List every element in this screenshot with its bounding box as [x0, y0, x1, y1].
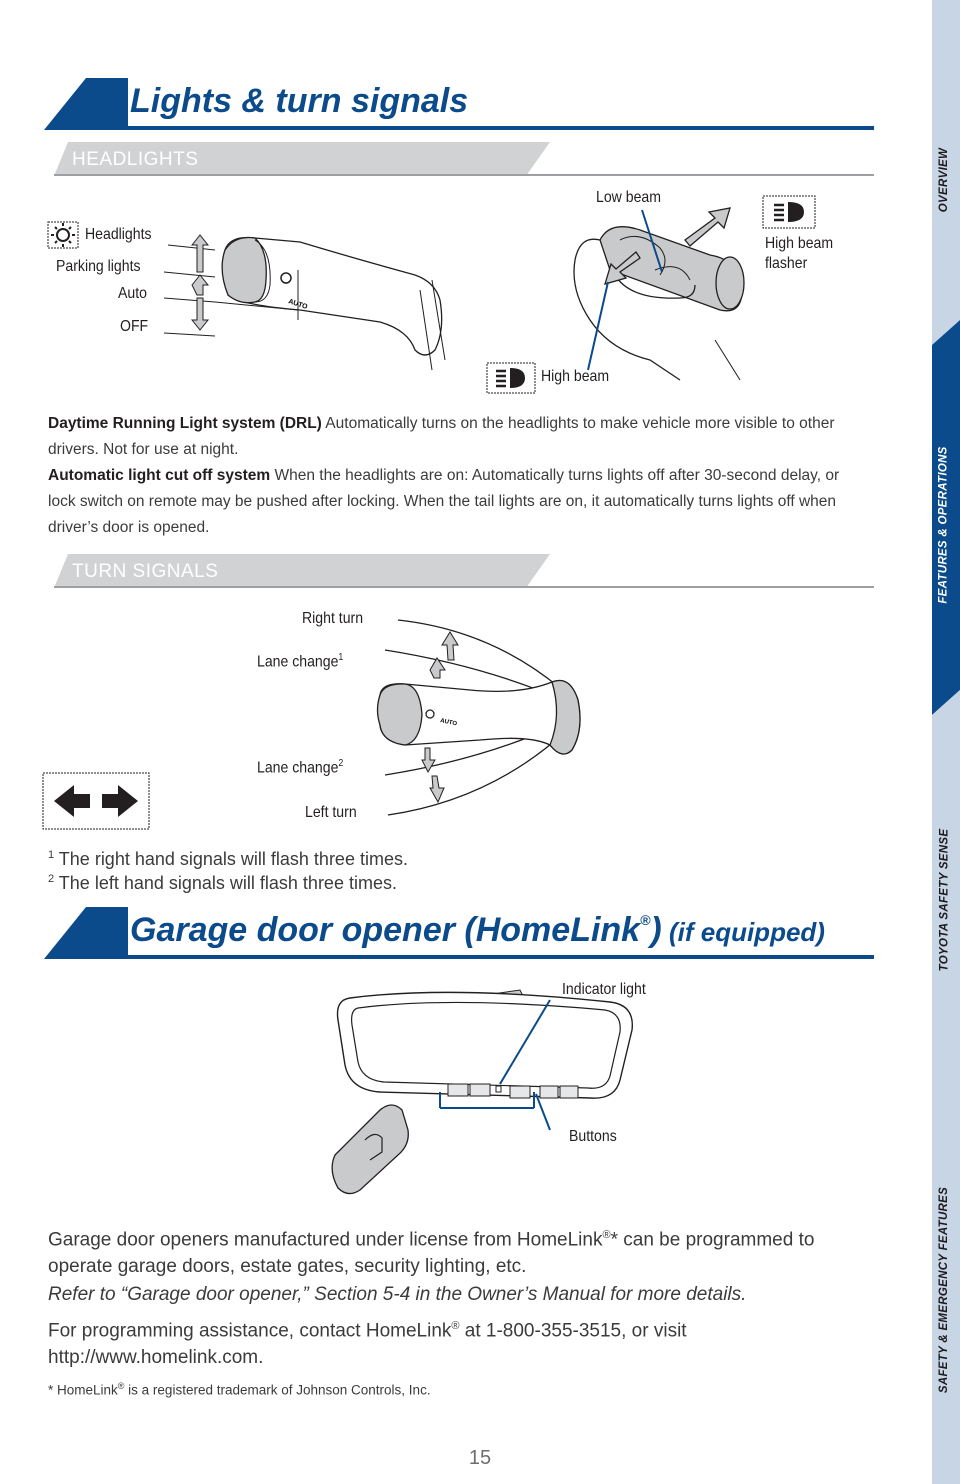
tab-safety-emergency[interactable]: SAFETY & EMERGENCY FEATURES — [938, 1186, 950, 1394]
footnote-1: 1 The right hand signals will flash thre… — [48, 849, 408, 869]
drl-heading: Daytime Running Light system (DRL) — [48, 415, 322, 432]
tab-backgrounds — [928, 0, 960, 1484]
subhead-headlights: HEADLIGHTS — [54, 142, 874, 176]
tab-overview[interactable]: OVERVIEW — [938, 147, 951, 213]
label-low-beam: Low beam — [596, 189, 661, 206]
svg-text:AUTO: AUTO — [440, 718, 458, 727]
tab-toyota-safety-sense[interactable]: TOYOTA SAFETY SENSE — [938, 828, 951, 972]
high-beam-flasher-icon — [762, 195, 816, 229]
headlight-icon — [51, 223, 75, 247]
headlight-stalk-illustration: AUTO — [47, 221, 446, 371]
label-indicator-light: Indicator light — [562, 981, 646, 998]
label-headlights: Headlights — [85, 226, 152, 243]
section-tabs: OVERVIEW FEATURES & OPERATIONS TOYOTA SA… — [928, 0, 960, 1484]
label-off: OFF — [120, 318, 149, 335]
headlights-description: Daytime Running Light system (DRL) Autom… — [48, 411, 848, 541]
garage-title: Garage door opener (HomeLink®) (if equip… — [130, 911, 825, 949]
label-lane-change-2: Lane change2 — [257, 758, 344, 777]
page-number: 15 — [468, 1447, 492, 1469]
label-lane-change-1: Lane change1 — [257, 652, 344, 671]
garage-paragraph-1: Garage door openers manufactured under l… — [48, 1229, 815, 1278]
turn-signal-stalk-illustration: AUTO — [376, 619, 581, 816]
label-right-turn: Right turn — [302, 610, 364, 627]
page-title: Lights & turn signals — [130, 82, 469, 120]
garage-paragraph-2: Refer to “Garage door opener,” Section 5… — [48, 1284, 747, 1305]
trademark-note: * HomeLink® is a registered trademark of… — [48, 1381, 431, 1398]
high-beam-icon — [486, 362, 536, 394]
section-title-garage: Garage door opener (HomeLink®) (if equip… — [44, 907, 874, 959]
drl-text: Automatically turns on the headlights to… — [48, 415, 835, 458]
label-high-beam: High beam — [541, 368, 610, 385]
beam-hand-illustration — [573, 207, 745, 381]
subhead-turn-signals: TURN SIGNALS — [54, 554, 874, 588]
label-high-beam-flasher-2: flasher — [765, 255, 808, 272]
garage-paragraph-3: For programming assistance, contact Home… — [48, 1320, 687, 1369]
label-high-beam-flasher-1: High beam — [765, 235, 834, 252]
label-parking-lights: Parking lights — [56, 258, 141, 275]
turn-signal-arrows-icon — [42, 772, 150, 830]
cutoff-heading: Automatic light cut off system — [48, 467, 271, 484]
label-auto: Auto — [118, 285, 147, 302]
cutoff-text: When the headlights are on: Automaticall… — [48, 467, 840, 536]
tab-features-operations[interactable]: FEATURES & OPERATIONS — [938, 446, 950, 604]
label-buttons: Buttons — [569, 1128, 617, 1145]
section-title-lights: Lights & turn signals — [44, 78, 874, 130]
footnote-2: 2 The left hand signals will flash three… — [48, 873, 397, 893]
label-left-turn: Left turn — [305, 804, 357, 821]
homelink-mirror-illustration — [331, 989, 634, 1195]
